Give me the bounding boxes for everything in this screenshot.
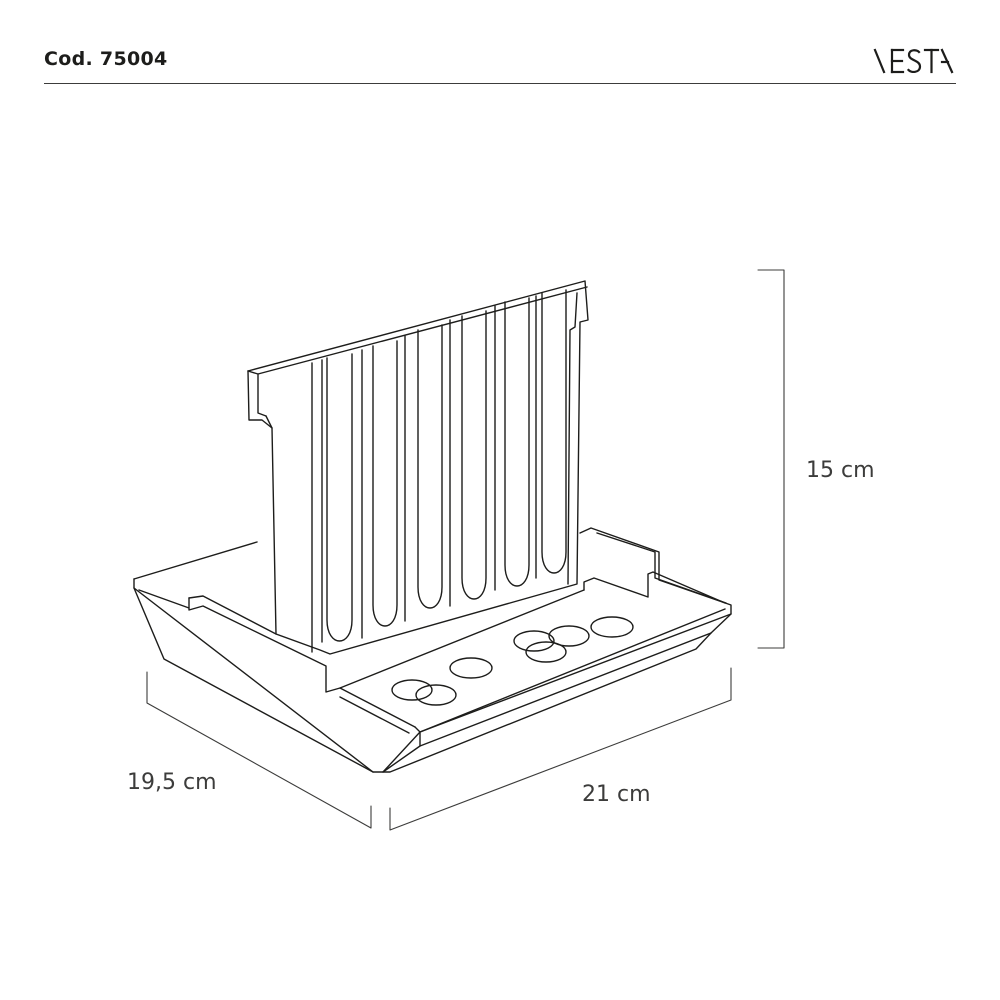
height-dimension-line — [757, 269, 785, 649]
width-dimension-label: 21 cm — [582, 782, 651, 807]
tray-hole — [548, 625, 590, 647]
height-dimension-label: 15 cm — [806, 458, 875, 483]
product-code: Cod. 75004 — [44, 48, 168, 70]
depth-dimension-label: 19,5 cm — [127, 770, 217, 795]
tray-holes — [391, 616, 634, 706]
width-dimension-line — [389, 667, 732, 831]
tray-hole — [590, 616, 634, 638]
dimension-lines — [146, 269, 785, 831]
tray-hole — [525, 641, 567, 663]
depth-dimension-line — [146, 671, 372, 829]
tray-hole — [513, 630, 555, 652]
tray-hole — [449, 657, 493, 679]
tray-hole — [415, 684, 457, 706]
base-tray — [133, 527, 732, 773]
panel-slots — [311, 289, 567, 653]
header-divider — [44, 83, 956, 84]
brand-logo — [873, 48, 954, 74]
slotted-back-panel — [247, 280, 589, 655]
tray-hole — [391, 679, 433, 701]
